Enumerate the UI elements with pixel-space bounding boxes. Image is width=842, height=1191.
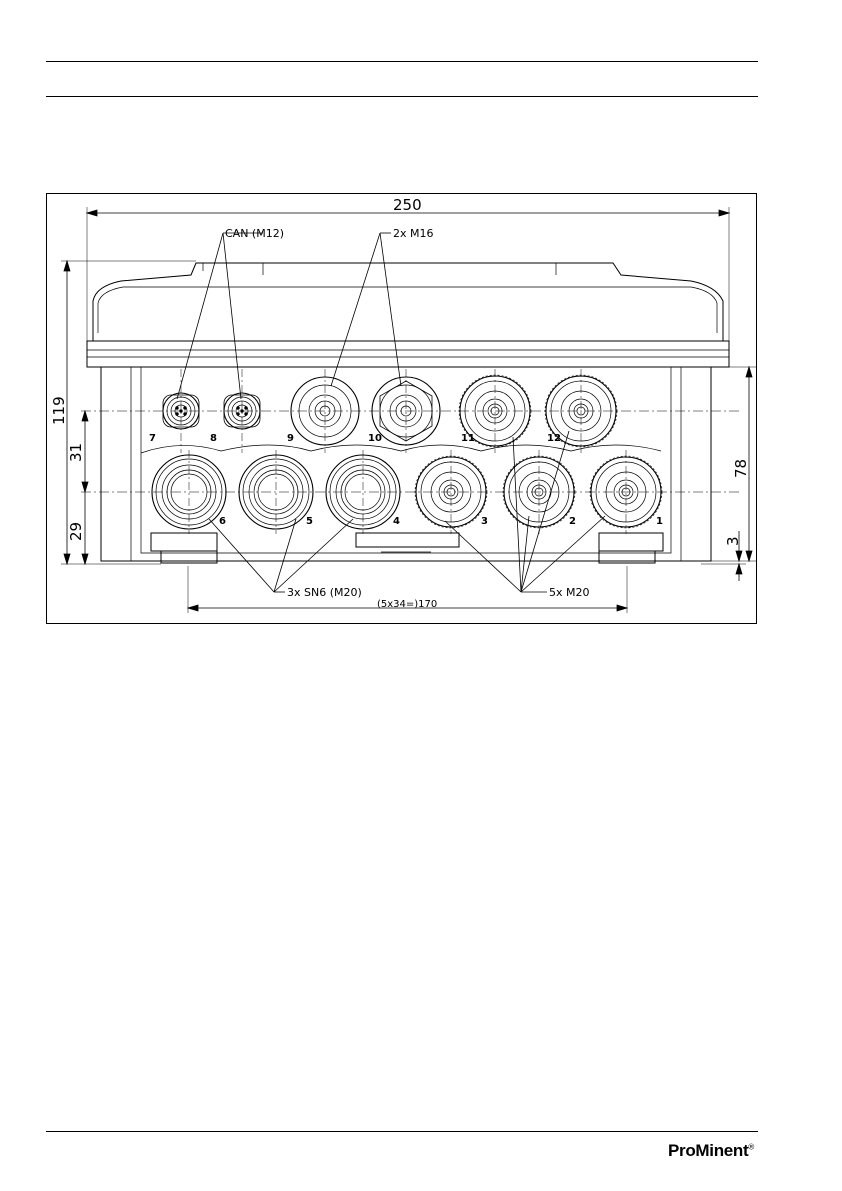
header-rule-bottom [46, 96, 758, 97]
right-foot [599, 533, 663, 551]
port-number-label: 5 [306, 516, 313, 527]
dim-overall-width: 250 [393, 196, 422, 214]
connector-pin [245, 413, 247, 415]
enclosure-lid [93, 263, 723, 341]
connector-pin [237, 407, 239, 409]
dim-upper-offset: 31 [67, 443, 85, 462]
callout-sn6: 3x SN6 (M20) [287, 586, 362, 599]
connector-pin [184, 413, 186, 415]
connector-pin [176, 407, 178, 409]
port-number-label: 6 [219, 516, 226, 527]
port-number-label: 11 [461, 433, 475, 444]
connector-pin [245, 407, 247, 409]
port-number-label: 1 [656, 516, 663, 527]
callout-m20: 5x M20 [549, 586, 590, 599]
brand-name: ProMinent [668, 1141, 748, 1160]
brand-logo: ProMinent® [668, 1141, 754, 1161]
lid-rim [87, 341, 729, 367]
connector-pin [176, 413, 178, 415]
port-number-label: 7 [149, 433, 156, 444]
connector-pin [180, 410, 182, 412]
left-foot [151, 533, 217, 551]
callout-can: CAN (M12) [225, 227, 284, 240]
connector-pin [184, 407, 186, 409]
port-number-label: 12 [547, 433, 561, 444]
footer-rule [46, 1131, 758, 1132]
connector-pin [237, 413, 239, 415]
dim-pitch: (5x34=)170 [377, 599, 437, 610]
port-number-label: 9 [287, 433, 294, 444]
dim-right-height: 78 [732, 459, 750, 478]
dim-lower-offset: 29 [67, 522, 85, 541]
port-number-label: 2 [569, 516, 576, 527]
callout-m16: 2x M16 [393, 227, 434, 240]
lid-inner-contour [98, 287, 717, 333]
port-number-label: 10 [368, 433, 382, 444]
port-number-label: 4 [393, 516, 400, 527]
dim-overall-height: 119 [50, 396, 68, 425]
brand-registered-mark: ® [748, 1142, 754, 1151]
connector-pin [241, 410, 243, 412]
header-rule-top [46, 61, 758, 62]
port-number-label: 3 [481, 516, 488, 527]
center-clip [356, 533, 459, 547]
port-number-label: 8 [210, 433, 217, 444]
dim-foot: 3 [724, 536, 742, 546]
